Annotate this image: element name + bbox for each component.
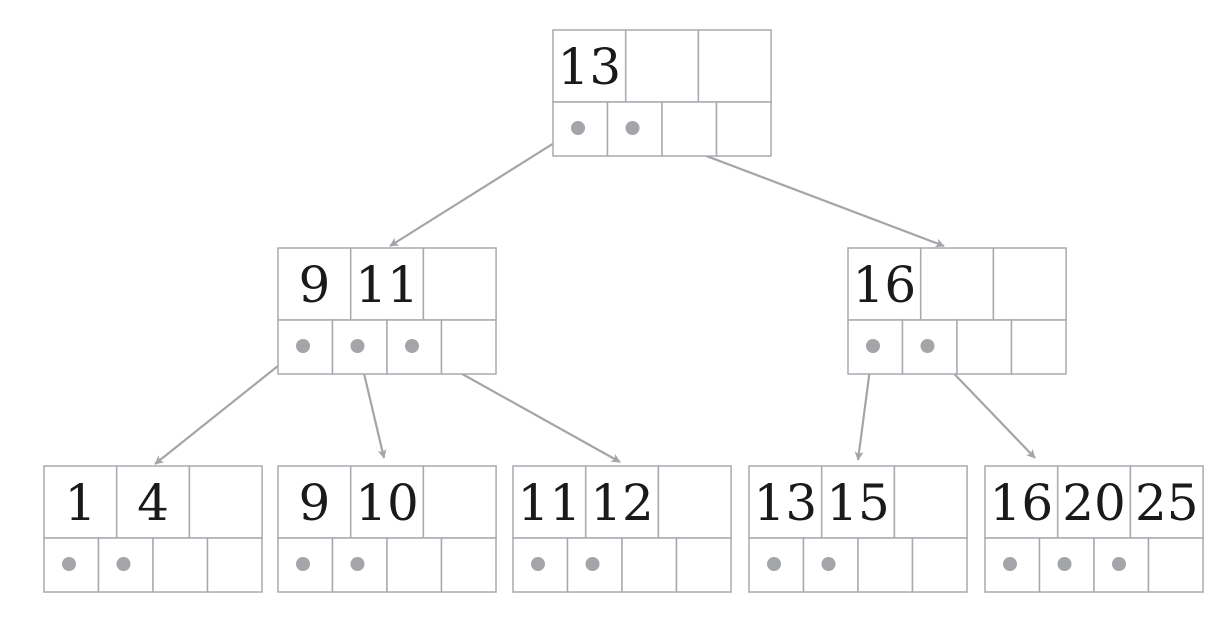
- pointer-cell: [715, 101, 772, 157]
- key-cell: [188, 465, 263, 539]
- pointer-dot: [296, 557, 310, 571]
- pointer-cell: [386, 537, 443, 593]
- key-label: 10: [355, 474, 419, 532]
- pointer-dot: [405, 339, 419, 353]
- pointer-cell: [675, 537, 732, 593]
- pointer-dot: [1112, 557, 1126, 571]
- pointer-cell: [152, 537, 209, 593]
- pointer-dot: [350, 339, 365, 353]
- edge-root-to-internal-left: [389, 127, 579, 247]
- key-label: 11: [355, 256, 419, 314]
- pointer-dot: [350, 557, 365, 571]
- pointer-cell: [440, 319, 497, 375]
- pointer-dot: [531, 557, 545, 571]
- pointer-cell: [1010, 319, 1067, 375]
- pointer-dot: [625, 121, 640, 135]
- key-cell: [422, 247, 497, 321]
- key-cell: [893, 465, 968, 539]
- key-cell: [115, 465, 191, 539]
- pointer-dot: [821, 557, 836, 571]
- pointer-cell: [206, 537, 263, 593]
- pointer-cell: [661, 101, 718, 157]
- key-label: 16: [853, 256, 917, 314]
- node-internal-right: 16: [847, 247, 1067, 375]
- key-cell: [277, 465, 352, 539]
- pointer-dot: [585, 557, 600, 571]
- key-label: 12: [590, 474, 654, 532]
- pointer-cell: [1147, 537, 1204, 593]
- pointer-dot: [62, 557, 76, 571]
- key-cell: [349, 465, 425, 539]
- key-cell: [984, 465, 1059, 539]
- node-internal-left: 9 11: [277, 247, 497, 375]
- key-label: 25: [1135, 474, 1199, 532]
- key-cell: [422, 465, 497, 539]
- key-label: 11: [518, 474, 582, 532]
- key-label: 1: [64, 474, 96, 532]
- key-cell: [349, 247, 425, 321]
- pointer-cell: [440, 537, 497, 593]
- key-label: 4: [137, 474, 169, 532]
- key-cell: [624, 29, 700, 103]
- pointer-cell: [1038, 537, 1095, 593]
- key-label: 13: [754, 474, 818, 532]
- key-cell: [697, 29, 772, 103]
- pointer-cell: [857, 537, 914, 593]
- pointer-dot: [1057, 557, 1072, 571]
- pointer-cell: [911, 537, 968, 593]
- pointer-dot: [116, 557, 131, 571]
- key-cell: [277, 247, 352, 321]
- pointer-dot: [571, 121, 585, 135]
- pointer-dot: [920, 339, 935, 353]
- pointer-dot: [767, 557, 781, 571]
- pointer-cell: [621, 537, 678, 593]
- key-label: 9: [298, 256, 330, 314]
- key-cell: [657, 465, 732, 539]
- node-leaf-2: 9 10: [277, 465, 497, 593]
- key-label: 16: [990, 474, 1054, 532]
- key-label: 13: [558, 38, 622, 96]
- pointer-dot: [296, 339, 310, 353]
- key-cell: [919, 247, 995, 321]
- key-cell: [1129, 465, 1204, 539]
- key-label: 15: [826, 474, 890, 532]
- pointer-cell: [956, 319, 1013, 375]
- node-root: 13: [552, 29, 772, 157]
- pointer-dot: [866, 339, 880, 353]
- key-label: 9: [298, 474, 330, 532]
- pointer-dot: [1003, 557, 1017, 571]
- key-label: 20: [1062, 474, 1126, 532]
- key-cell: [584, 465, 660, 539]
- key-cell: [992, 247, 1067, 321]
